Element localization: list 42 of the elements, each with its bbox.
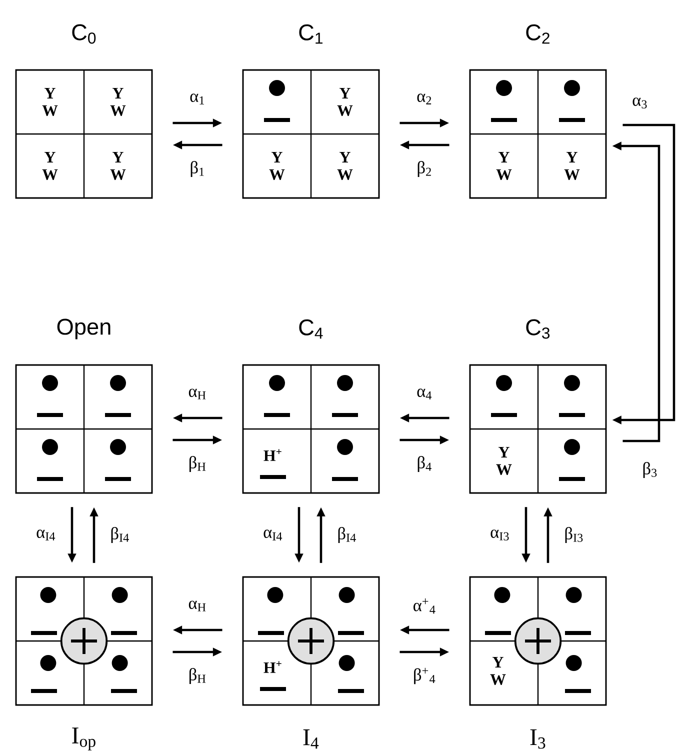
cell-label: Y W: [110, 88, 126, 116]
cell-label: Y W: [110, 152, 126, 180]
rate-label: α$_{H}$: [188, 388, 206, 400]
rate-label: α$_{4}$: [417, 388, 432, 400]
rate-label: β$_{I4}$: [111, 527, 129, 543]
rate-label: β$_{1}$: [190, 161, 204, 177]
state-title: C$_{3}$: [526, 319, 550, 339]
cell-label: Y W: [496, 446, 512, 476]
rate-label: β$_{3}$: [643, 462, 657, 478]
rate-label: α$_{2}$: [417, 94, 432, 104]
rate-label: α$_{I4}$: [36, 530, 56, 540]
rate-label: α$^{+}$4: [414, 598, 436, 614]
rate-label: β$^{+}$4: [414, 668, 436, 684]
state-title: I$_{op}$: [72, 728, 96, 750]
rate-label: β$_{I3}$: [565, 527, 583, 543]
rate-label: α$_{I4}$: [264, 530, 282, 540]
cell-label: Y W: [564, 152, 580, 180]
state-title: I$_{4}$: [303, 729, 319, 749]
cell-label: Y W: [269, 152, 285, 180]
cell-label: Y W: [42, 152, 58, 180]
rate-label: β$_{H}$: [189, 456, 206, 472]
state-title: C$_{2}$: [526, 24, 550, 44]
rate-label: α$_{3}$: [632, 98, 647, 108]
rate-label: β$_{I4}$: [338, 527, 356, 543]
cell-label: Y W: [337, 152, 353, 180]
state-title: C$_{1}$: [299, 24, 322, 44]
state-title: C$_{0}$: [72, 24, 96, 44]
rate-label: α$_{1}$: [190, 94, 204, 104]
state-title: C$_{4}$: [299, 319, 323, 339]
cell-label: Y W: [42, 88, 58, 116]
cell-label: H$^{+}$: [264, 449, 282, 461]
rate-label: α$_{I3}$: [490, 530, 509, 540]
state-title: Open: [57, 318, 110, 340]
cell-label: H$^{+}$: [264, 661, 282, 673]
rate-label: β$_{2}$: [418, 161, 431, 177]
rate-label: β$_{4}$: [418, 456, 432, 472]
cell-label: Y W: [337, 88, 353, 116]
rate-label: β$_{H}$: [189, 668, 206, 684]
rate-label: α$_{H}$: [188, 600, 206, 612]
state-title: I$_{3}$: [530, 729, 546, 749]
cell-label: Y W: [496, 152, 512, 180]
cell-label: Y W: [490, 656, 506, 686]
